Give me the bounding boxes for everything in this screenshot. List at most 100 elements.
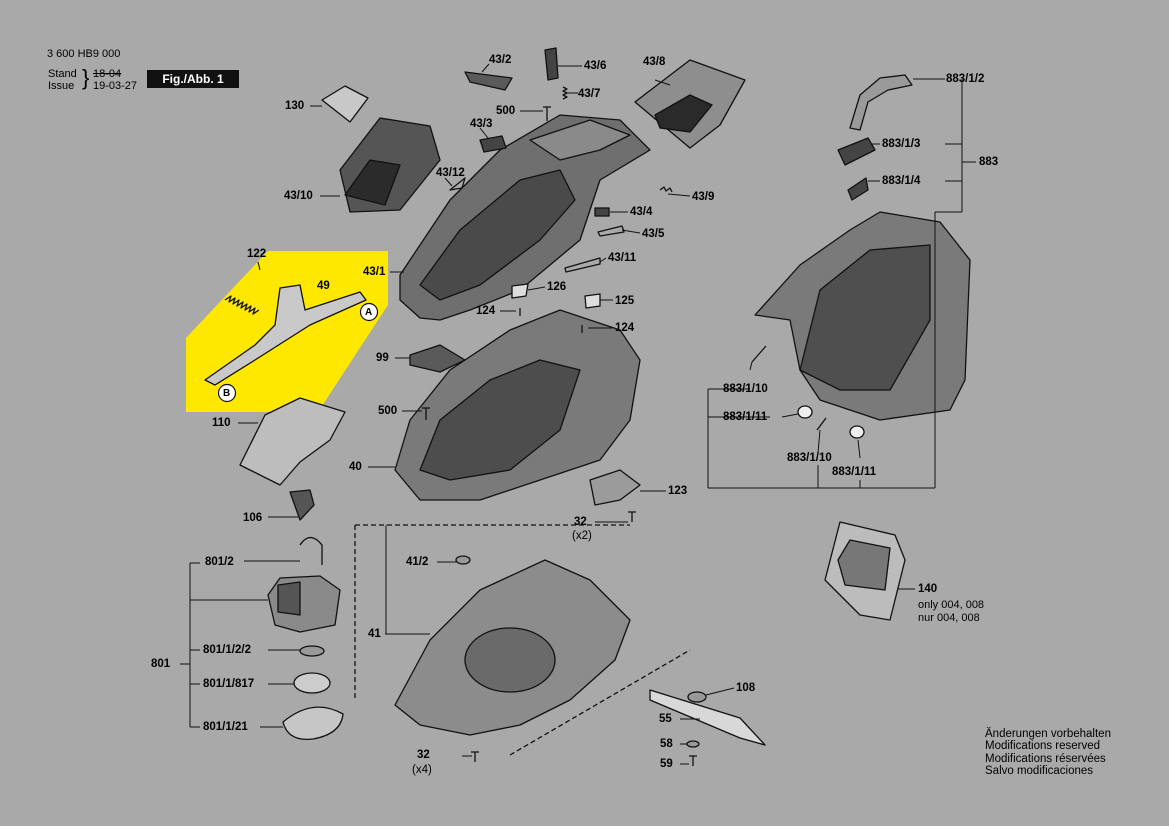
label-801-1-817: 801/1/817 [203,678,255,690]
badge-130 [321,85,369,123]
label-43-3: 43/3 [470,118,493,130]
part-43-2 [464,71,513,91]
label-500: 500 [378,405,398,417]
label-43-9: 43/9 [692,191,715,203]
stand-label: Stand [48,68,77,80]
washer-58 [686,740,700,748]
cap-883-1-11a [797,405,813,419]
label-106: 106 [243,512,263,524]
label-49: 49 [317,280,330,292]
label-99: 99 [376,352,389,364]
label-883-1-3: 883/1/3 [882,138,921,150]
part-883-1-3 [837,137,876,166]
label-123: 123 [668,485,688,497]
label-110: 110 [212,417,231,429]
brace-icon: } [82,65,90,90]
label-130: 130 [285,100,305,112]
label-883-1-11b: 883/1/11 [832,466,877,478]
label-43-2: 43/2 [489,54,512,66]
label-883-1-4: 883/1/4 [882,175,921,187]
label-43-10: 43/10 [284,190,313,202]
screw-500-top [543,106,551,121]
label-43-6: 43/6 [584,60,607,72]
label-59: 59 [660,758,673,770]
screw-32a [628,511,636,522]
label-40: 40 [349,461,362,473]
label-801-1-21: 801/1/21 [203,721,248,733]
issue-label: Issue [48,80,75,92]
label-883-1-2: 883/1/2 [946,73,985,85]
label-55: 55 [659,713,672,725]
label-883: 883 [979,156,999,168]
modifications-fr: Modifications réservées [985,752,1106,765]
callout-a-circle [359,302,379,322]
part-43-4 [594,207,610,217]
label-43-4: 43/4 [630,206,653,218]
modifications-en: Modifications reserved [985,740,1101,753]
lever-49 [204,284,367,386]
qty-x2: (x2) [572,530,592,542]
screw-500 [422,407,430,420]
label-41: 41 [368,628,381,640]
modifications-note: Änderungen vorbehalten Modifications res… [985,728,1111,778]
part-43-12 [449,177,466,191]
variant-note-en: only 004, 008 [918,599,985,611]
label-108: 108 [736,682,756,694]
part-43-6 [544,47,559,81]
modifications-de: Änderungen vorbehalten [985,728,1111,740]
label-126: 126 [547,281,567,293]
label-43-12: 43/12 [436,167,465,179]
label-500-top: 500 [496,105,516,117]
callout-a: A [365,307,373,318]
pin-883-1-10b [816,417,827,431]
figure-label: Fig./Abb. 1 [147,70,239,88]
label-124a: 124 [476,305,496,317]
spring-43-9 [659,186,673,193]
label-32a: 32 [574,516,587,528]
modifications-es: Salvo modificaciones [985,765,1094,778]
label-140: 140 [918,583,938,595]
label-32b: 32 [417,749,430,761]
guard-110 [239,397,346,486]
screw-59 [689,755,697,766]
spring-122 [224,295,260,315]
label-801-2: 801/2 [205,556,234,568]
pulley-801-1-2-2 [299,645,325,657]
cable-801-2 [299,536,323,565]
label-883-1-11a: 883/1/11 [723,411,768,423]
issue-value: 19-03-27 [93,80,138,92]
label-883-1-10b: 883/1/10 [787,452,832,464]
washer-41-2 [455,555,471,565]
clip-125 [584,293,601,309]
qty-x4: (x4) [412,764,432,776]
label-58: 58 [660,738,673,750]
variant-note-de: nur 004, 008 [918,612,980,624]
part-43-5 [597,225,625,237]
label-801-1-2-2: 801/1/2/2 [203,644,251,656]
label-43-1: 43/1 [363,266,386,278]
label-43-7: 43/7 [578,88,601,100]
label-43-5: 43/5 [642,228,665,240]
part-43-11 [564,257,601,273]
blade-55 [649,689,766,746]
foam-99 [409,344,466,373]
part-123 [589,469,641,506]
label-41-2: 41/2 [406,556,429,568]
label-43-8: 43/8 [643,56,666,68]
label-122: 122 [247,248,267,260]
pin-883-1-10a [751,345,767,363]
label-883-1-10a: 883/1/10 [723,383,768,395]
part-106 [289,489,315,521]
callout-b-circle [217,383,237,403]
callout-b: B [223,388,231,399]
stand-value: 18-04 [93,68,122,80]
pulley-801-1-817 [293,672,331,694]
clip-126 [511,283,529,299]
doc-number: 3 600 HB9 000 [47,48,121,60]
label-43-11: 43/11 [608,252,637,264]
part-883-1-4 [847,177,869,201]
belt-801-1-21 [282,706,344,741]
part-43-3 [479,135,507,153]
